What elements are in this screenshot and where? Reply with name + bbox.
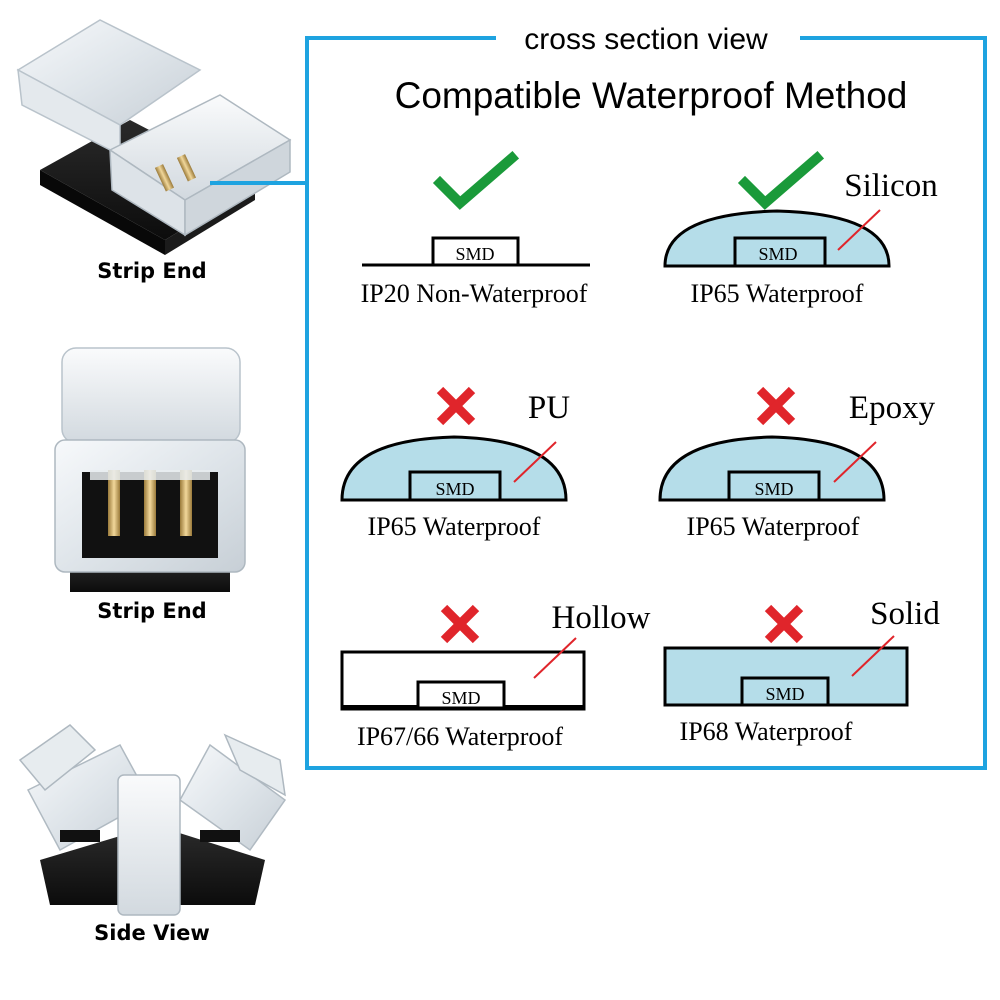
pointer-line: [837, 209, 881, 251]
cross-icon: [440, 604, 480, 644]
smd-chip: [727, 470, 821, 502]
method-ip65-epoxy: SMD Epoxy IP65 Waterproof: [658, 386, 936, 541]
method-ip65-silicon: SMD Silicon IP65 Waterproof: [663, 150, 938, 308]
strip-end-connector-photo: [16, 19, 292, 255]
method-ip65-pu: SMD PU IP65 Waterproof: [340, 386, 570, 541]
frame-title: cross section view: [524, 23, 768, 56]
photo-label-2: Strip End: [97, 599, 207, 623]
method-ip20: SMD IP20 Non-Waterproof: [361, 150, 590, 308]
pointer-line: [833, 441, 877, 483]
method-ip67-hollow: SMD Hollow IP67/66 Waterproof: [340, 600, 651, 751]
connector-photos: [16, 19, 292, 916]
check-icon: [737, 150, 825, 210]
smd-chip: [740, 676, 830, 707]
check-icon: [432, 150, 520, 210]
frame: cross section view Compatible Waterproof…: [210, 23, 987, 770]
method-caption: IP65 Waterproof: [687, 512, 860, 541]
method-caption: IP20 Non-Waterproof: [361, 279, 588, 308]
smd-label: SMD: [754, 479, 793, 499]
dome-coating: [658, 435, 886, 502]
smd-chip: [431, 236, 520, 267]
smd-chip: [408, 470, 502, 502]
diagram-heading: Compatible Waterproof Method: [395, 75, 908, 116]
smd-chip: [733, 236, 827, 268]
material-label: PU: [528, 390, 570, 426]
material-label: Epoxy: [849, 390, 936, 426]
pointer-line: [513, 441, 557, 483]
smd-label: SMD: [441, 688, 480, 708]
smd-chip: [416, 680, 506, 710]
x-shape-connector-photo: [18, 724, 287, 916]
material-label: Solid: [870, 596, 940, 632]
dome-coating: [340, 435, 568, 502]
cross-icon: [764, 604, 804, 644]
pointer-line: [533, 637, 577, 679]
material-label: Hollow: [552, 600, 651, 636]
method-caption: IP65 Waterproof: [368, 512, 541, 541]
strip-end-connector-front-photo: [54, 347, 246, 592]
method-caption: IP67/66 Waterproof: [357, 722, 563, 751]
photo-label-3: Side View: [94, 921, 210, 945]
smd-label: SMD: [765, 684, 804, 704]
method-caption: IP68 Waterproof: [680, 717, 853, 746]
method-caption: IP65 Waterproof: [691, 279, 864, 308]
smd-label: SMD: [455, 244, 494, 264]
smd-label: SMD: [758, 244, 797, 264]
method-ip68-solid: SMD Solid IP68 Waterproof: [663, 596, 940, 746]
pointer-line: [851, 635, 895, 677]
smd-label: SMD: [435, 479, 474, 499]
cross-icon: [756, 386, 796, 426]
cross-icon: [436, 386, 476, 426]
photo-label-1: Strip End: [97, 259, 207, 283]
material-label: Silicon: [844, 168, 938, 204]
